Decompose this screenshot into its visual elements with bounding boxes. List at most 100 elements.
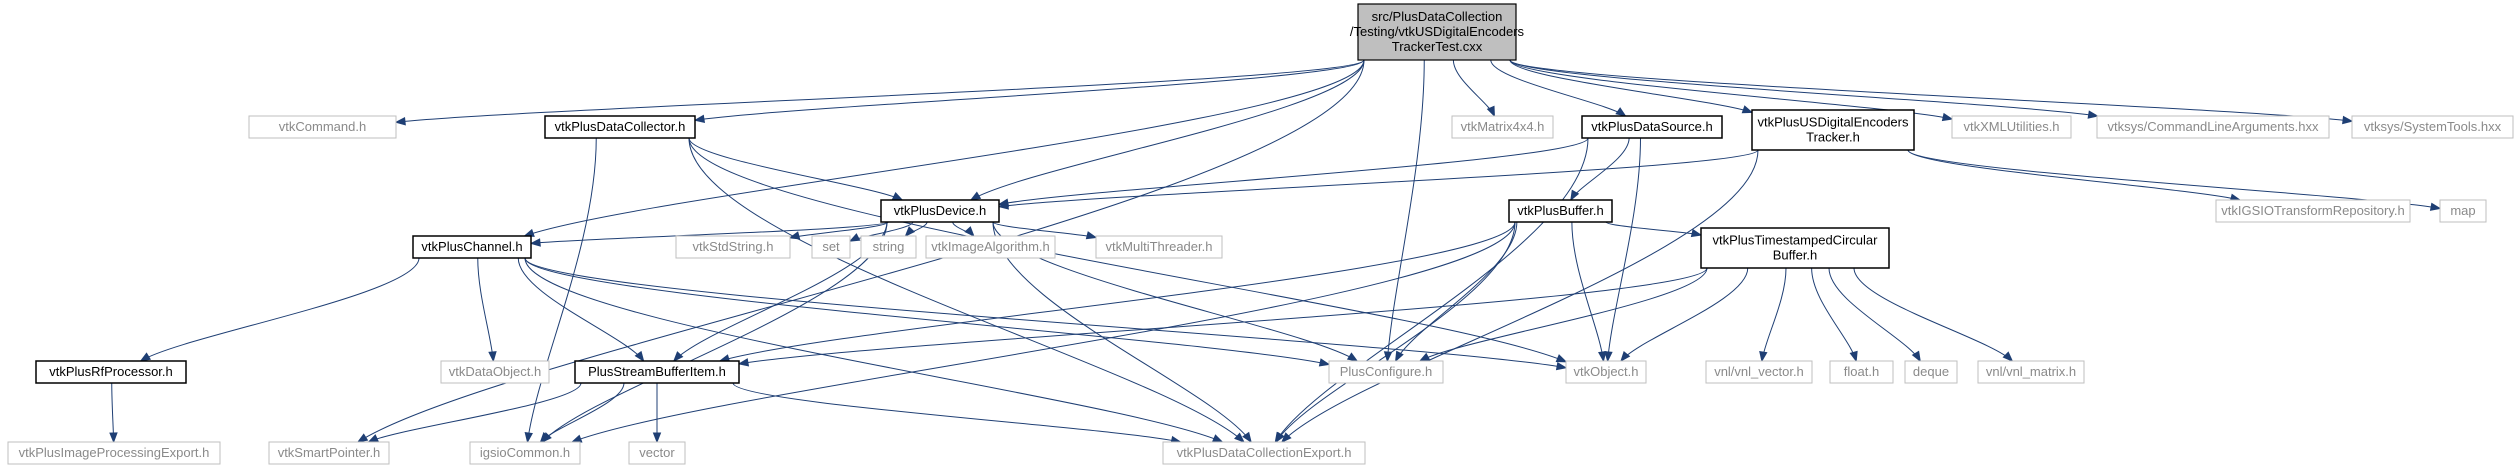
edge-arrowhead xyxy=(1394,350,1404,363)
node-box xyxy=(675,235,791,259)
node-vtk-smart-pointer: vtkSmartPointer.h xyxy=(268,441,390,465)
edge-arrowhead xyxy=(394,117,406,126)
node-label: deque xyxy=(1913,364,1949,379)
node-label: PlusStreamBufferItem.h xyxy=(588,364,726,379)
node-box xyxy=(811,235,851,259)
node-label: vtkDataObject.h xyxy=(449,364,542,379)
edge-vtk-plus-usdigital-encoders-tracker-to-vtk-plus-device xyxy=(998,149,1759,208)
node-vtk-plus-device[interactable]: vtkPlusDevice.h xyxy=(880,199,1000,223)
node-label: /Testing/vtkUSDigitalEncoders xyxy=(1350,24,1525,39)
node-box xyxy=(574,360,740,384)
node-box xyxy=(1951,115,2072,139)
edge-vtk-plus-buffer-to-vtk-plus-timestamped-circular-buffer xyxy=(1605,221,1702,236)
edge-arrowhead xyxy=(2002,351,2014,362)
node-vtk-plus-data-collection-export: vtkPlusDataCollectionExport.h xyxy=(1162,441,1366,465)
edge-arrowhead xyxy=(1242,431,1252,444)
edge-vtk-plus-timestamped-circular-buffer-to-vnl-matrix xyxy=(1853,267,2013,362)
edge-arrowhead xyxy=(356,433,369,443)
node-vtk-command: vtkCommand.h xyxy=(248,115,397,139)
node-vtk-plus-channel[interactable]: vtkPlusChannel.h xyxy=(412,235,532,259)
node-box xyxy=(2215,199,2411,223)
node-vector: vector xyxy=(628,441,686,465)
node-label: src/PlusDataCollection xyxy=(1372,9,1503,24)
edge-arrowhead xyxy=(2087,110,2099,119)
node-box xyxy=(1565,360,1647,384)
node-label: Tracker.h xyxy=(1806,130,1860,145)
node-box xyxy=(248,115,397,139)
edge-vtk-usdigital-encoders-tracker-test-to-plus-configure xyxy=(1386,59,1425,362)
edge-arrowhead xyxy=(570,434,583,443)
edge-arrowhead xyxy=(1275,431,1285,444)
node-vnl-matrix: vnl/vnl_matrix.h xyxy=(1977,360,2085,384)
node-box xyxy=(860,235,917,259)
edge-vtk-plus-timestamped-circular-buffer-to-vtk-object xyxy=(1620,267,1749,362)
edge-vtk-plus-channel-to-vtk-plus-data-collection-export xyxy=(524,257,1223,443)
edge-arrowhead xyxy=(529,238,541,247)
node-box xyxy=(1095,235,1223,259)
edge-arrowhead xyxy=(139,352,152,362)
node-plus-stream-buffer-item[interactable]: PlusStreamBufferItem.h xyxy=(574,360,740,384)
edge-vtk-plus-timestamped-circular-buffer-to-vnl-vector xyxy=(1761,267,1787,362)
node-label: vtkMatrix4x4.h xyxy=(1461,119,1545,134)
node-float: float.h xyxy=(1829,360,1894,384)
node-label: vtkPlusRfProcessor.h xyxy=(49,364,173,379)
edge-arrowhead xyxy=(997,201,1009,210)
node-label: vtkStdString.h xyxy=(693,239,774,254)
node-label: map xyxy=(2450,203,2475,218)
node-map: map xyxy=(2439,199,2487,223)
edge-arrowhead xyxy=(488,351,497,363)
node-box xyxy=(1357,3,1517,61)
node-igsio-common: igsioCommon.h xyxy=(469,441,581,465)
edge-vtk-usdigital-encoders-tracker-test-to-vtk-plus-device xyxy=(970,59,1365,201)
node-box xyxy=(2096,115,2330,139)
node-vtk-plus-rf-processor[interactable]: vtkPlusRfProcessor.h xyxy=(35,360,187,384)
edge-vtk-plus-buffer-to-igsio-common xyxy=(571,221,1516,443)
node-vtk-matrix4x4: vtkMatrix4x4.h xyxy=(1451,115,1554,139)
node-vtk-object: vtkObject.h xyxy=(1565,360,1647,384)
node-box xyxy=(544,115,696,139)
edge-arrowhead xyxy=(524,432,533,444)
node-label: vtkPlusDataCollectionExport.h xyxy=(1177,445,1352,460)
edge-arrowhead xyxy=(964,226,975,238)
node-label: vtksys/CommandLineArguments.hxx xyxy=(2108,119,2319,134)
node-label: vtkObject.h xyxy=(1573,364,1638,379)
edge-vtk-plus-data-source-to-vtk-object xyxy=(1607,137,1641,362)
edge-vtk-plus-data-source-to-vtk-plus-device xyxy=(998,137,1589,205)
edge-vtk-plus-usdigital-encoders-tracker-to-vtk-igsiotransform-repository xyxy=(1907,149,2241,201)
edge-arrowhead xyxy=(652,432,662,444)
node-vtk-plus-buffer[interactable]: vtkPlusBuffer.h xyxy=(1508,199,1613,223)
edge-vtk-plus-timestamped-circular-buffer-to-plus-configure xyxy=(1419,267,1708,362)
node-box xyxy=(1162,441,1366,465)
node-vtk-image-algorithm: vtkImageAlgorithm.h xyxy=(925,235,1056,259)
edge-arrowhead xyxy=(891,192,904,201)
node-label: vtkPlusChannel.h xyxy=(421,239,522,254)
edge-arrowhead xyxy=(634,350,645,363)
edge-arrowhead xyxy=(2342,115,2354,125)
node-box xyxy=(35,360,187,384)
edge-vtk-plus-data-collector-to-vtk-plus-data-collection-export xyxy=(688,137,1245,443)
node-vtk-usdigital-encoders-tracker-test[interactable]: src/PlusDataCollection/Testing/vtkUSDigi… xyxy=(1350,3,1525,61)
node-label: vtkXMLUtilities.h xyxy=(1963,119,2059,134)
node-vtk-xmlutilities: vtkXMLUtilities.h xyxy=(1951,115,2072,139)
node-label: vtkPlusDevice.h xyxy=(894,203,986,218)
edge-vtk-usdigital-encoders-tracker-test-to-system-tools xyxy=(1509,59,2353,122)
edge-vtk-plus-data-collector-to-igsio-common xyxy=(526,137,597,443)
node-label: set xyxy=(822,239,840,254)
node-vtk-plus-data-collector[interactable]: vtkPlusDataCollector.h xyxy=(544,115,696,139)
node-label: vtkPlusDataCollector.h xyxy=(555,119,686,134)
node-vtk-plus-data-source[interactable]: vtkPlusDataSource.h xyxy=(1581,115,1723,139)
edge-vtk-usdigital-encoders-tracker-test-to-vtk-plus-data-collector xyxy=(694,59,1365,121)
node-string: string xyxy=(860,235,917,259)
node-box xyxy=(880,199,1000,223)
node-label: vtkPlusTimestampedCircular xyxy=(1713,233,1879,248)
edge-vtk-plus-timestamped-circular-buffer-to-plus-stream-buffer-item xyxy=(738,267,1708,365)
node-box xyxy=(1977,360,2085,384)
edge-arrowhead xyxy=(1598,351,1607,363)
edge-vtk-plus-channel-to-plus-configure xyxy=(524,257,1330,365)
edge-arrowhead xyxy=(1555,361,1568,371)
node-box xyxy=(1581,115,1723,139)
node-label: string xyxy=(873,239,905,254)
node-label: vtkPlusUSDigitalEncoders xyxy=(1757,115,1909,130)
